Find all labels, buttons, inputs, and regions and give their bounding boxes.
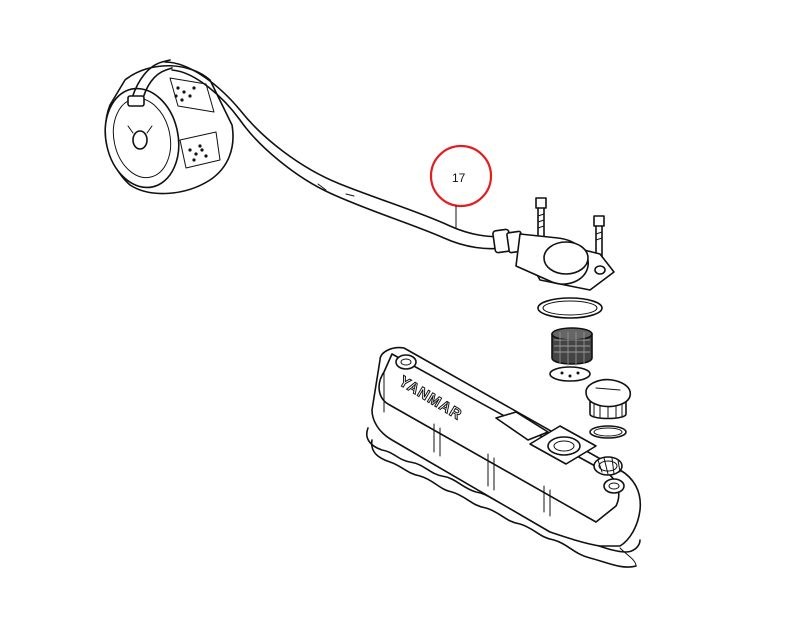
o-ring-icon [537, 297, 603, 319]
mesh-filter-icon [549, 327, 593, 382]
oil-filler-cap-icon [585, 378, 632, 420]
breather-canister-icon [104, 59, 234, 195]
breather-housing-icon [515, 197, 615, 291]
callout-label: 17 [452, 171, 466, 185]
small-o-ring-icon [589, 425, 627, 439]
callout-17: 17 [429, 144, 493, 229]
valve-cover-icon: YANMAR [366, 346, 642, 568]
